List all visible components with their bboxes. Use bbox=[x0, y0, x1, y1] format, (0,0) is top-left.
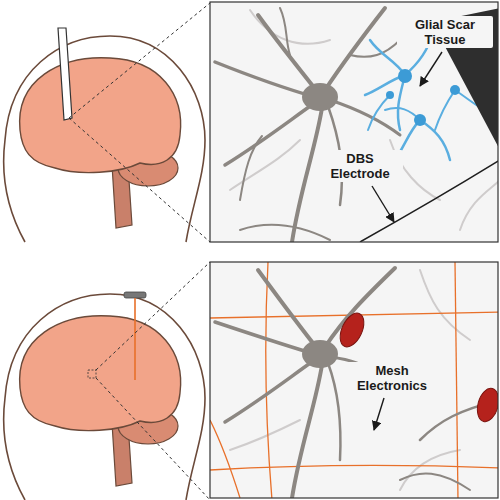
glial-process bbox=[420, 120, 450, 160]
glial-cell bbox=[386, 91, 394, 99]
glial-process bbox=[398, 75, 405, 130]
zoom-line bbox=[96, 262, 210, 370]
head-bottom bbox=[4, 262, 210, 500]
panel-top-content bbox=[215, 8, 498, 242]
mesh-line bbox=[210, 420, 240, 498]
faint-neurite bbox=[420, 270, 470, 340]
callout-label: Mesh Electronics bbox=[346, 362, 438, 394]
leader-arrow bbox=[372, 186, 394, 222]
zoom-line bbox=[69, 118, 210, 242]
red-blood-cell bbox=[335, 309, 368, 350]
faint-neurite bbox=[400, 450, 460, 490]
zoom-box bbox=[88, 370, 96, 378]
glial-process bbox=[368, 95, 390, 130]
brain bbox=[20, 316, 181, 431]
callout-label: Glial Scar Tissue bbox=[397, 16, 493, 48]
head-outline bbox=[4, 294, 205, 500]
zoom-line bbox=[96, 378, 210, 500]
panel-ground bbox=[210, 2, 498, 242]
zoom-line bbox=[69, 3, 210, 118]
dendrite bbox=[240, 225, 330, 240]
mesh-wire bbox=[134, 298, 136, 380]
leader-arrow bbox=[374, 398, 384, 430]
glial-cell bbox=[414, 114, 426, 126]
mesh-line bbox=[455, 262, 458, 498]
dendrite bbox=[215, 62, 318, 98]
faint-neurite bbox=[230, 420, 300, 450]
axon bbox=[292, 365, 322, 498]
dbs-electrode-rod bbox=[58, 28, 72, 120]
dendrite bbox=[240, 136, 262, 200]
callout-label: DBS Electrode bbox=[317, 150, 403, 182]
zoom-panel-frame bbox=[210, 2, 498, 242]
skull-connector bbox=[124, 292, 146, 298]
dendrite bbox=[280, 8, 290, 55]
mesh-line bbox=[210, 465, 498, 470]
neuron-soma bbox=[302, 83, 338, 111]
leader-arrow bbox=[420, 52, 442, 86]
mesh-line bbox=[266, 262, 272, 498]
neuron-soma bbox=[302, 340, 338, 368]
glial-cell bbox=[450, 85, 460, 95]
background-neurons bbox=[230, 10, 498, 230]
brain bbox=[20, 58, 181, 173]
faint-neurite bbox=[460, 180, 498, 230]
glial-process bbox=[435, 90, 455, 130]
glial-cell bbox=[398, 69, 412, 83]
faint-neurite bbox=[250, 10, 330, 44]
dendrite bbox=[225, 102, 316, 165]
dendrite bbox=[225, 359, 316, 422]
mesh-electronics bbox=[210, 262, 498, 498]
dendrite bbox=[215, 322, 318, 355]
red-blood-cell bbox=[474, 386, 498, 424]
head-top bbox=[4, 3, 210, 242]
dendrite bbox=[350, 40, 400, 57]
zoom-panel-frame bbox=[210, 262, 498, 498]
panel-bottom-content bbox=[210, 262, 498, 498]
dendrite bbox=[330, 100, 400, 135]
faint-neurite bbox=[230, 140, 300, 190]
neuron bbox=[215, 268, 498, 498]
dendrite bbox=[328, 363, 341, 460]
dendrite bbox=[400, 473, 470, 490]
